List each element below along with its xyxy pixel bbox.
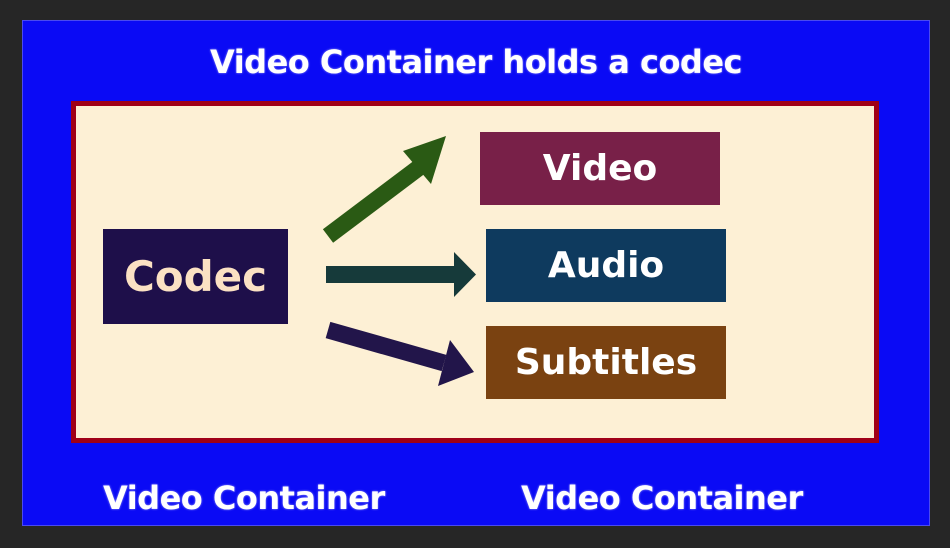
diagram-title: Video Container holds a codec (209, 43, 743, 81)
footer-label-right: Video Container (521, 479, 803, 517)
arrows-layer (322, 136, 476, 386)
footer-label-left: Video Container (103, 479, 385, 517)
subtitles-box: Subtitles (486, 326, 726, 399)
container-panel: Codec Video Audio Subtitles (71, 101, 879, 443)
video-box: Video (480, 132, 720, 205)
arrow-to-subtitles (325, 321, 474, 386)
codec-box: Codec (103, 229, 288, 324)
arrow-to-video (322, 136, 446, 243)
slide-frame: Video Container holds a codec Codec Vide… (22, 20, 930, 526)
arrow-to-audio (326, 252, 476, 297)
audio-box: Audio (486, 229, 726, 302)
